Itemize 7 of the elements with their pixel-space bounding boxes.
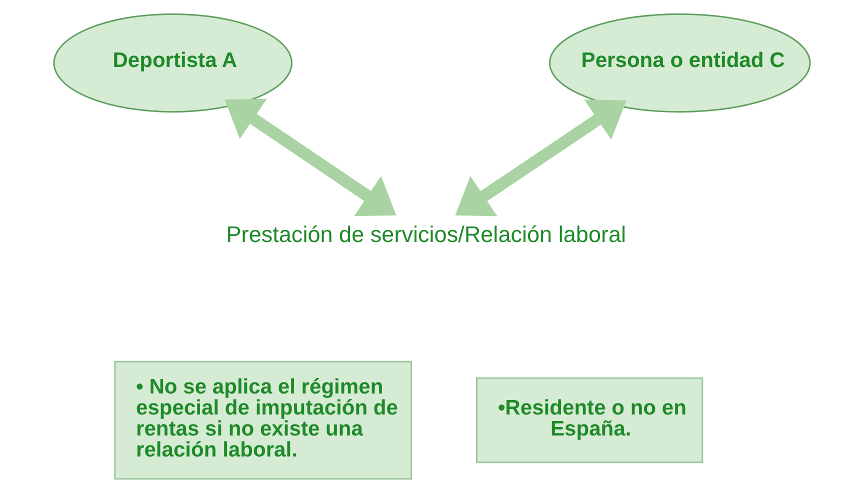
arrow (454, 100, 626, 216)
node-ellipse: Deportista A (52, 13, 292, 113)
node-ellipse: Persona o entidad C (548, 13, 810, 113)
arrow (224, 98, 396, 216)
node-text: Prestación de servicios/Relación laboral (226, 222, 626, 247)
node-box: •Residente o no en España. (476, 377, 703, 464)
node-box: • No se aplica el régimen especial de imputación de rentas si no existe una relación laboral. (114, 360, 412, 480)
